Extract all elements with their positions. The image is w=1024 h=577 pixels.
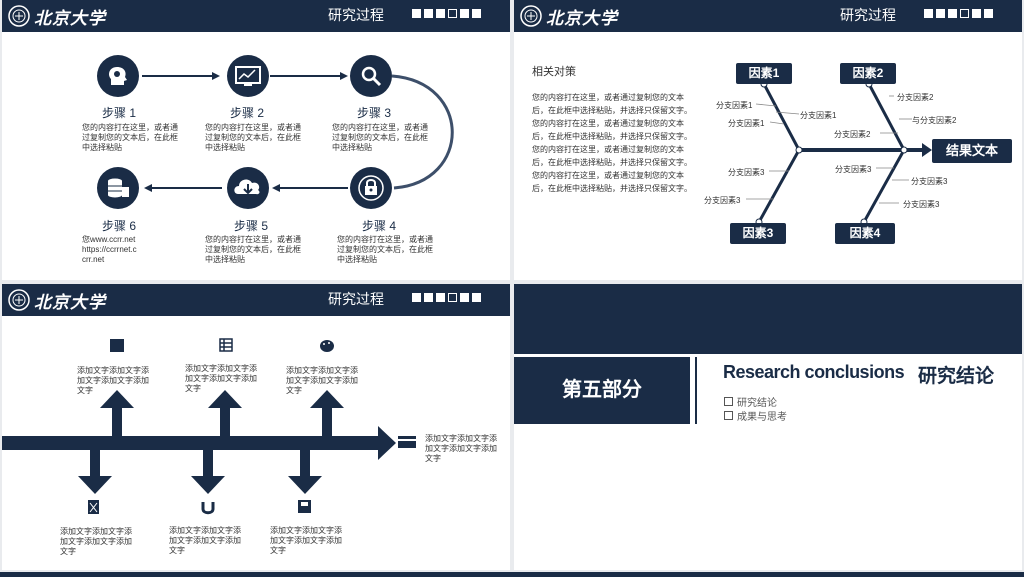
step5-text: 您的内容打在这里，或者通过复制您的文本后，在此框中选择粘贴 xyxy=(205,235,301,264)
step1-circle xyxy=(97,55,139,97)
step1-text: 您的内容打在这里，或者通过复制您的文本后，在此框中选择粘贴 xyxy=(82,123,178,152)
step2-circle xyxy=(227,55,269,97)
phone-icon xyxy=(88,500,99,514)
branch-label: 分支因素3 xyxy=(911,177,948,186)
branch-label: 分支因素3 xyxy=(903,200,940,209)
checkbox-icon xyxy=(724,411,733,420)
slide-pager xyxy=(412,293,481,302)
slide-section-five[interactable]: 第五部分 Research conclusions 研究结论 研究结论 成果与思… xyxy=(514,284,1022,570)
checkbox-icon xyxy=(724,397,733,406)
branch-label: 与分支因素2 xyxy=(912,116,957,125)
step6-circle xyxy=(97,167,139,209)
slide-header: 北京大学 研究过程 xyxy=(2,284,510,316)
timeline-label: 添加文字添加文字添加文字添加文字添加文字 xyxy=(169,526,241,555)
factor-4: 因素4 xyxy=(835,223,895,244)
timeline-label: 添加文字添加文字添加文字添加文字添加文字 xyxy=(60,527,132,556)
section-title-cn: 研究结论 xyxy=(918,366,995,387)
pku-logo: 北京大学 xyxy=(520,3,618,29)
step6-text: 您www.ccrr.net https://ccrrnet.ccrr.net xyxy=(82,235,137,264)
top-band xyxy=(514,284,1022,354)
slide-pager xyxy=(412,9,481,18)
head-gear-icon xyxy=(109,67,127,85)
slide-research-process-steps[interactable]: 北京大学 研究过程 步骤 xyxy=(2,0,510,280)
section-title-en: Research conclusions xyxy=(723,362,905,382)
branch-label: 分支因素2 xyxy=(834,130,871,139)
slide-header: 北京大学 研究过程 xyxy=(2,0,510,32)
fishbone-lines xyxy=(746,80,932,226)
timeline-arrows xyxy=(2,338,416,515)
slide-fishbone[interactable]: 北京大学 研究过程 相关对策 您的内容打在这里，或者通过复制您的文本后，在此框中… xyxy=(514,0,1022,280)
timeline-label: 添加文字添加文字添加文字添加文字添加文字 xyxy=(286,366,358,395)
factor-3: 因素3 xyxy=(730,223,786,244)
slide-timeline-arrows[interactable]: 北京大学 研究过程 xyxy=(2,284,510,570)
step6-label: 步骤 6 xyxy=(102,219,137,233)
page-title: 研究过程 xyxy=(840,7,896,23)
logo-text: 北京大学 xyxy=(34,8,106,29)
building-icon xyxy=(110,339,124,352)
branch-label: 分支因素2 xyxy=(897,93,934,102)
coins-icon xyxy=(108,178,129,198)
slide-header: 北京大学 研究过程 xyxy=(514,0,1022,32)
factor-2: 因素2 xyxy=(840,63,896,84)
step3-circle xyxy=(350,55,392,97)
countermeasures-body: 您的内容打在这里，或者通过复制您的文本后，在此框中选择粘贴，并选择只保留文字。您… xyxy=(532,93,692,193)
logo-text: 北京大学 xyxy=(34,292,106,313)
step1-label: 步骤 1 xyxy=(102,106,137,120)
step4-circle xyxy=(350,167,392,209)
process-arrows xyxy=(142,72,454,192)
page-title: 研究过程 xyxy=(328,291,384,307)
slide-pager xyxy=(924,9,993,18)
step4-text: 您的内容打在这里，或者通过复制您的文本后，在此框中选择粘贴 xyxy=(337,235,433,264)
save-icon xyxy=(298,500,311,513)
step5-circle xyxy=(227,167,269,209)
branch-label: 分支因素3 xyxy=(728,168,765,177)
pku-seal-icon xyxy=(8,5,30,27)
branch-label: 分支因素1 xyxy=(800,111,837,120)
timeline-label: 添加文字添加文字添加文字添加文字添加文字 xyxy=(185,364,257,393)
palette-icon xyxy=(320,340,334,352)
step2-text: 您的内容打在这里，或者通过复制您的文本后，在此框中选择粘贴 xyxy=(205,123,301,152)
part-label: 第五部分 xyxy=(514,357,690,424)
branch-label: 分支因素1 xyxy=(728,119,765,128)
step5-label: 步骤 5 xyxy=(234,219,269,233)
result-box: 结果文本 xyxy=(932,139,1012,163)
branch-label: 分支因素1 xyxy=(716,101,753,110)
section-item-2: 成果与思考 xyxy=(724,408,787,423)
pku-seal-icon xyxy=(520,5,542,27)
magnet-icon xyxy=(201,502,215,515)
step3-label: 步骤 3 xyxy=(357,106,392,120)
logo-text: 北京大学 xyxy=(546,8,618,29)
lock-icon xyxy=(358,175,384,201)
cloud-download-icon xyxy=(234,179,260,195)
card-icon xyxy=(398,436,416,448)
timeline-label: 添加文字添加文字添加文字添加文字添加文字 xyxy=(425,434,497,463)
step2-label: 步骤 2 xyxy=(230,106,265,120)
step4-label: 步骤 4 xyxy=(362,219,397,233)
section-item-1: 研究结论 xyxy=(724,394,777,409)
countermeasures-heading: 相关对策 xyxy=(532,66,576,78)
timeline-label: 添加文字添加文字添加文字添加文字添加文字 xyxy=(270,526,342,555)
pku-logo: 北京大学 xyxy=(8,3,106,29)
branch-label: 分支因素3 xyxy=(704,196,741,205)
page-title: 研究过程 xyxy=(328,7,384,23)
pku-logo: 北京大学 xyxy=(8,287,106,313)
pku-seal-icon xyxy=(8,289,30,311)
factor-1: 因素1 xyxy=(736,63,792,84)
timeline-label: 添加文字添加文字添加文字添加文字添加文字 xyxy=(77,366,149,395)
next-slides-strip xyxy=(0,572,1024,577)
search-icon xyxy=(361,66,382,87)
table-icon xyxy=(219,338,233,352)
branch-label: 分支因素3 xyxy=(835,165,872,174)
step3-text: 您的内容打在这里，或者通过复制您的文本后，在此框中选择粘贴 xyxy=(332,123,428,152)
chart-monitor-icon xyxy=(235,66,261,86)
